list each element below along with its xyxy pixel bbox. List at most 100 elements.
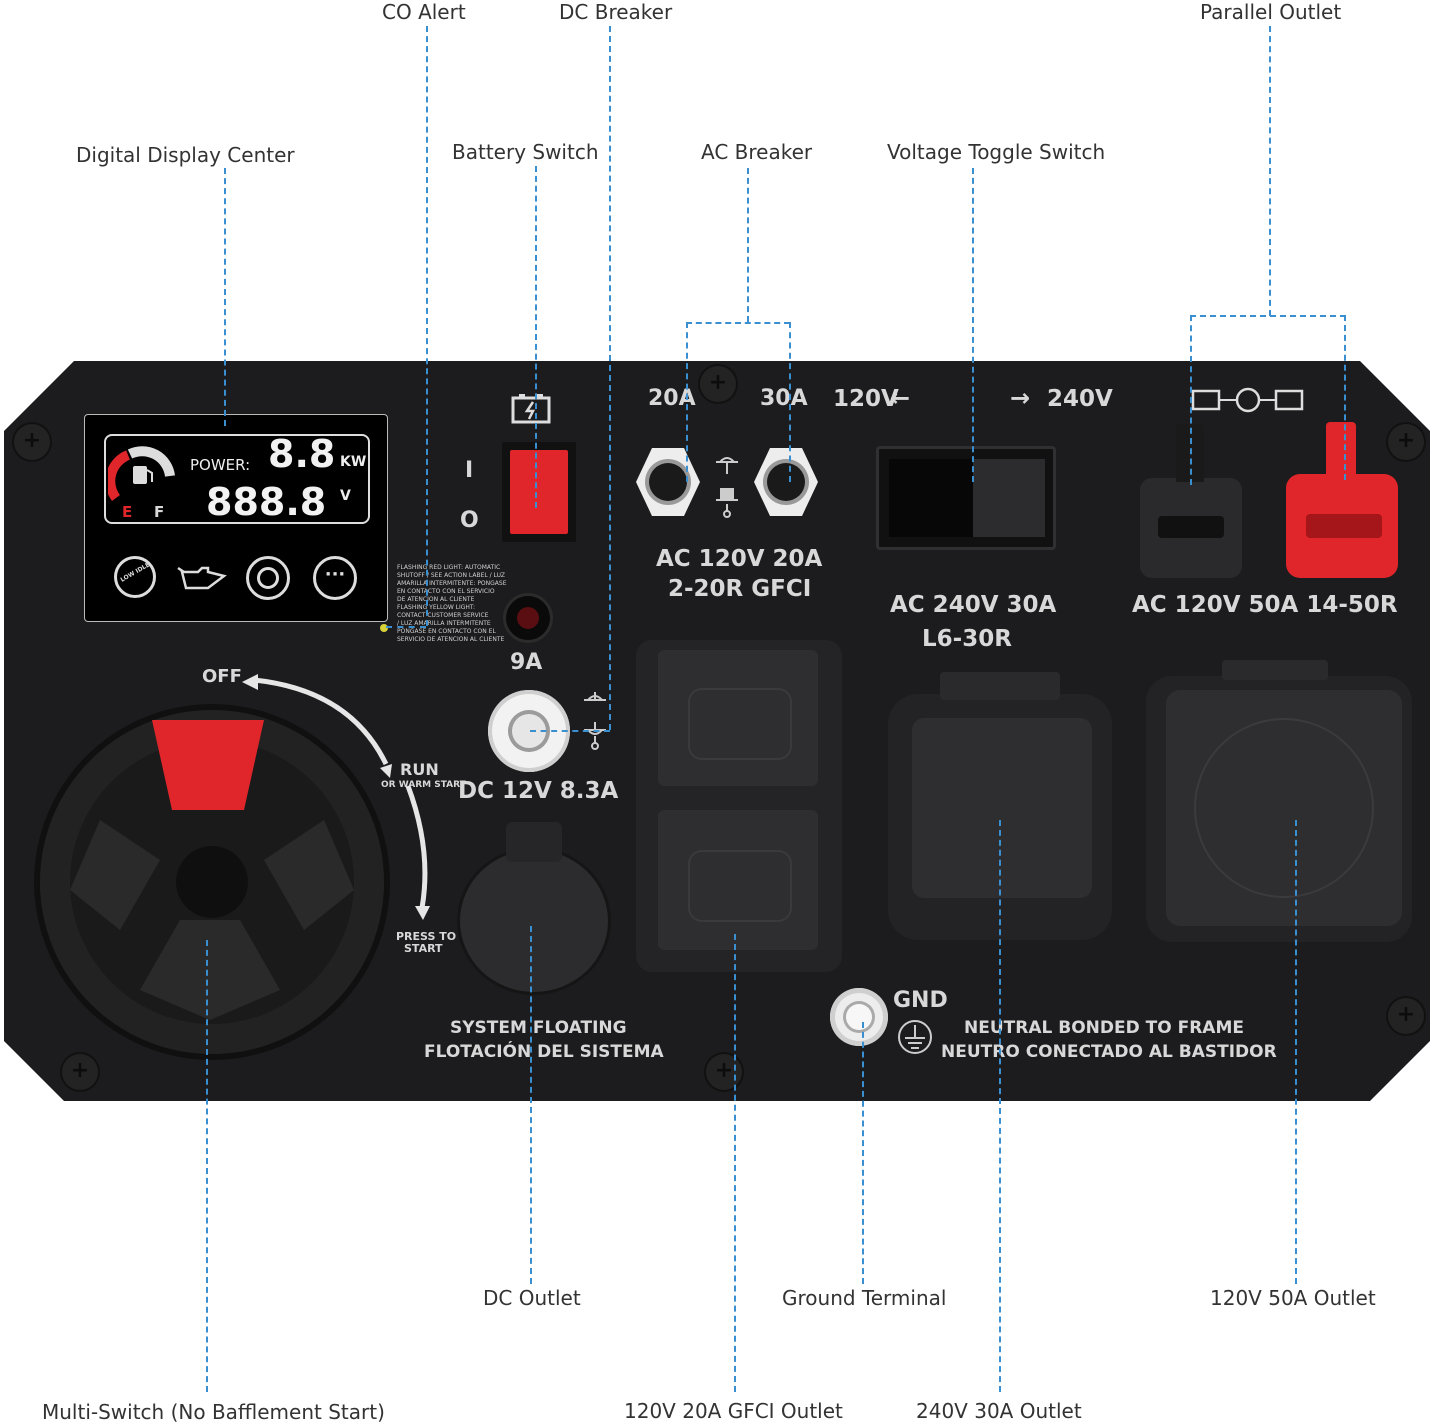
parallel-outlet-red-cap: [1326, 422, 1356, 480]
rotation-arrow-icon: [242, 674, 430, 920]
callout-120v-50a-outlet: 120V 50A Outlet: [1210, 1286, 1376, 1310]
callout-voltage-toggle-switch: Voltage Toggle Switch: [887, 140, 1106, 164]
leader-line: [686, 322, 790, 324]
fuel-e-label: E: [122, 503, 133, 521]
multi-switch-knob[interactable]: [40, 710, 384, 1054]
volt-unit: V: [340, 488, 351, 504]
v240-label: 240V: [1047, 386, 1113, 412]
co-alert-light: [506, 596, 550, 640]
battery-off-label: O: [460, 508, 479, 533]
l630-outlet-hinge: [940, 672, 1060, 700]
gfci-label-1: AC 120V 20A: [656, 546, 823, 572]
ground-symbol-icon: [898, 1020, 932, 1054]
dc-breaker-rating: 9A: [510, 650, 543, 675]
gfci-receptacle-top: [688, 688, 792, 760]
l630-label-2: L6-30R: [922, 626, 1012, 652]
breaker-20a-label: 20A: [648, 386, 696, 411]
callout-co-alert: CO Alert: [382, 0, 466, 24]
switch-press-label-2: START: [404, 942, 443, 955]
battery-switch[interactable]: [502, 442, 576, 542]
ac-breaker-30a[interactable]: [754, 448, 818, 516]
dc-outlet-label: DC 12V 8.3A: [458, 778, 619, 804]
switch-run-label: RUN: [400, 760, 439, 779]
callout-battery-switch: Battery Switch: [452, 140, 599, 164]
r1450-outlet-hinge: [1222, 660, 1328, 680]
fuel-f-label: F: [154, 503, 165, 521]
arrow-left-icon: ←: [890, 384, 911, 412]
voltage-toggle-switch[interactable]: [876, 446, 1056, 550]
low-idle-label: LOW IDLE: [119, 561, 152, 584]
low-idle-icon[interactable]: LOW IDLE: [114, 556, 156, 598]
co-alert-indicator: [380, 624, 388, 632]
callout-ac-breaker: AC Breaker: [701, 140, 813, 164]
kw-unit: KW: [340, 454, 367, 470]
leader-line: [530, 730, 610, 732]
neutral-bonded-en: NEUTRAL BONDED TO FRAME: [964, 1018, 1244, 1038]
breaker-30a-label: 30A: [760, 386, 808, 411]
leader-line: [999, 820, 1001, 1392]
callout-digital-display-center: Digital Display Center: [76, 143, 295, 167]
callout-parallel-outlet: Parallel Outlet: [1200, 0, 1342, 24]
r1450-outlet-cover[interactable]: [1166, 690, 1402, 926]
fuel-gauge-icon: [108, 446, 175, 502]
leader-line: [1295, 820, 1297, 1284]
ac-breaker-20a[interactable]: [636, 448, 700, 516]
battery-on-label: I: [465, 458, 474, 483]
co-alert-text: FLASHING RED LIGHT: AUTOMATIC SHUTOFF / …: [397, 564, 507, 643]
leader-line: [386, 626, 426, 628]
dc-outlet-cover[interactable]: [460, 850, 608, 992]
gfci-receptacle-bottom: [688, 850, 792, 922]
leader-line: [535, 166, 537, 508]
l630-outlet-cover[interactable]: [912, 718, 1092, 898]
leader-line: [224, 168, 226, 426]
neutral-bonded-es: NEUTRO CONECTADO AL BASTIDOR: [941, 1042, 1277, 1062]
display-readout: [104, 434, 370, 524]
gfci-label-2: 2-20R GFCI: [668, 576, 812, 602]
more-options-icon[interactable]: ···: [313, 556, 357, 600]
leader-line: [530, 926, 532, 1284]
parallel-outlet-red[interactable]: [1286, 474, 1398, 578]
breaker-symbol-icon: [584, 692, 606, 750]
screw-icon: [1388, 424, 1424, 460]
arrow-right-icon: →: [1010, 384, 1031, 412]
screw-icon: [700, 366, 736, 402]
l630-label-1: AC 240V 30A: [890, 592, 1057, 618]
power-label: POWER:: [190, 456, 251, 474]
leader-line: [426, 26, 428, 626]
leader-line: [789, 322, 791, 482]
gnd-label: GND: [893, 988, 948, 1013]
leader-line: [734, 934, 736, 1392]
r1450-label: AC 120V 50A 14-50R: [1132, 592, 1398, 618]
leader-line: [747, 168, 749, 322]
kw-value: 8.8: [268, 432, 336, 476]
switch-press-label-1: PRESS TO: [396, 930, 457, 943]
leader-line: [1190, 315, 1192, 485]
leader-line: [1344, 315, 1346, 480]
switch-warm-label: OR WARM START: [381, 780, 466, 790]
leader-line: [1269, 26, 1271, 316]
leader-line: [862, 1022, 864, 1284]
callout-multi-switch: Multi-Switch (No Bafflement Start): [42, 1400, 385, 1424]
leader-line: [609, 26, 611, 730]
volt-value: 888.8: [206, 480, 327, 524]
callout-120v-20a-gfci-outlet: 120V 20A GFCI Outlet: [624, 1399, 843, 1423]
ground-terminal[interactable]: [830, 988, 888, 1046]
leader-line: [1190, 315, 1346, 317]
breaker-symbol-icon: [716, 457, 738, 518]
leader-line: [206, 940, 208, 1392]
parallel-outlet-black[interactable]: [1140, 478, 1242, 578]
leader-line: [686, 322, 688, 482]
callout-dc-breaker: DC Breaker: [559, 0, 673, 24]
leader-line: [972, 168, 974, 482]
system-floating-es: FLOTACIÓN DEL SISTEMA: [424, 1042, 664, 1062]
callout-dc-outlet: DC Outlet: [483, 1286, 581, 1310]
battery-icon: [511, 394, 551, 424]
screw-icon: [62, 1054, 98, 1090]
maintenance-icon[interactable]: [246, 556, 290, 600]
callout-ground-terminal: Ground Terminal: [782, 1286, 947, 1310]
dc-outlet-hinge: [506, 822, 562, 862]
v120-label: 120V: [833, 386, 899, 412]
screw-icon: [706, 1054, 742, 1090]
screw-icon: [1388, 998, 1424, 1034]
callout-240v-30a-outlet: 240V 30A Outlet: [916, 1399, 1082, 1423]
